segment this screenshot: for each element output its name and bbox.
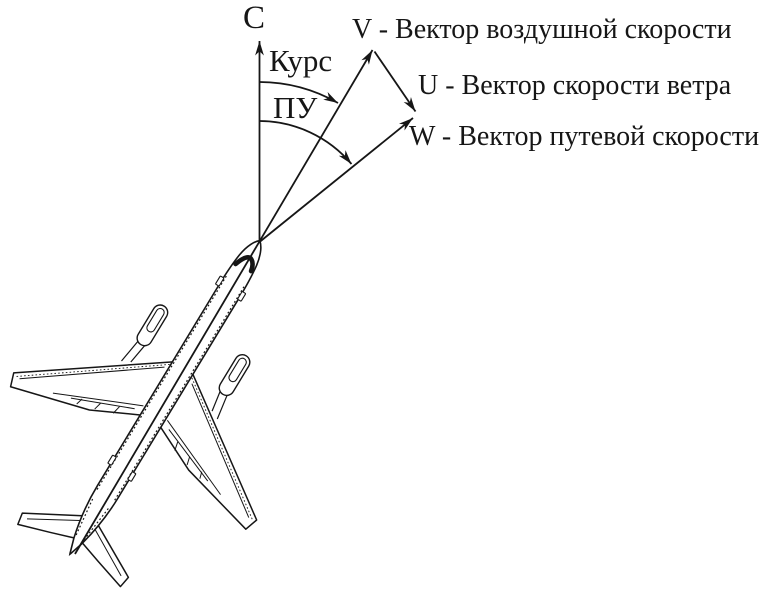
airspeed-vector-label: V - Вектор воздушной скорости [352,14,732,45]
airplane-top-view-icon [0,239,328,592]
course-angle-arc-arrow [259,81,339,104]
door-marks [107,275,247,482]
course-angle-label: Курс [269,43,333,78]
wind-vector-label: U - Вектор скорости ветра [418,70,732,101]
wind-vector-arrow [373,50,417,113]
groundspeed-vector-label: W - Вектор путевой скорости [409,121,760,152]
north-label: С [243,0,266,36]
groundspeed-vector-arrow [258,117,414,243]
windshield-icon [233,254,255,274]
track-angle-arc-arrow [259,120,353,165]
airspeed-vector-arrow [74,49,374,555]
track-angle-label: ПУ [273,90,318,125]
